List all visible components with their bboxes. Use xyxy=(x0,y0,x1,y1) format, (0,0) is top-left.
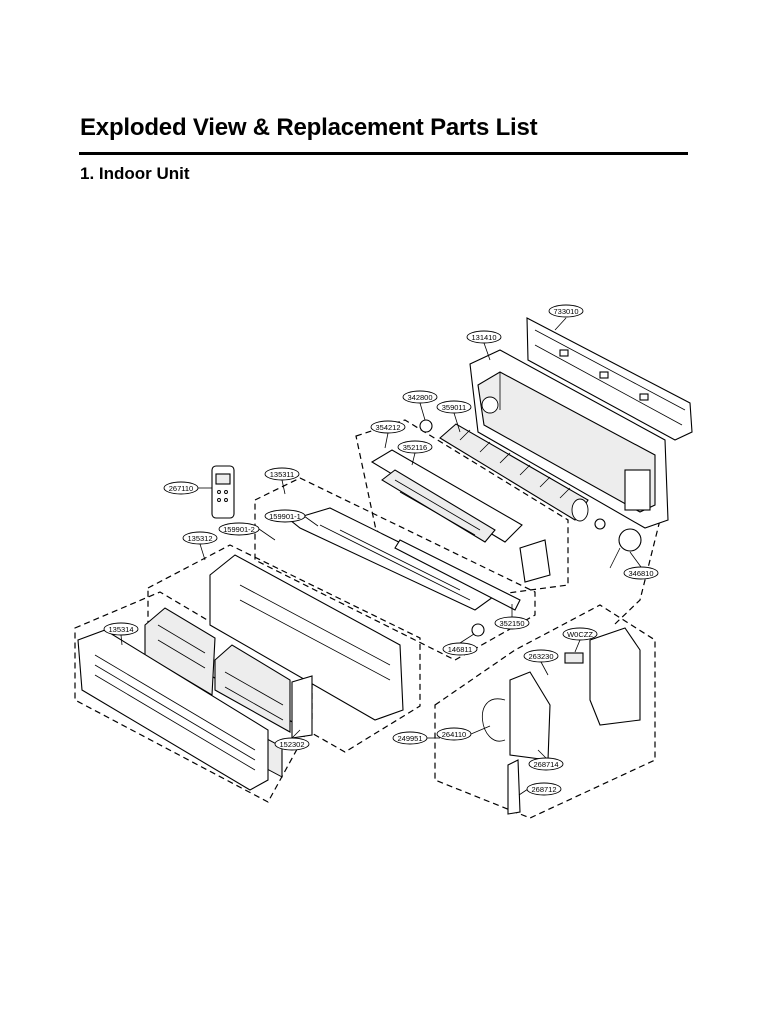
air-filter-left xyxy=(144,607,216,696)
part-label-346810: 346810 xyxy=(623,551,659,580)
part-label-342800: 342800 xyxy=(402,390,438,421)
installation-plate xyxy=(526,317,693,441)
part-label-135311: 135311 xyxy=(264,467,300,495)
part-label-135312: 135312 xyxy=(182,531,218,561)
part-label-131410: 131410 xyxy=(466,330,502,361)
part-label-159901-2: 159901-2 xyxy=(218,522,276,541)
part-label-264110: 264110 xyxy=(436,725,491,741)
link-line-rear xyxy=(614,519,661,625)
svg-text:264110: 264110 xyxy=(442,730,466,739)
svg-text:346810: 346810 xyxy=(628,569,653,578)
drain-pan xyxy=(288,507,521,611)
control-box xyxy=(482,627,641,815)
group-outline-control-box xyxy=(434,604,656,819)
remote-control xyxy=(211,465,235,519)
svg-text:268712: 268712 xyxy=(531,785,556,794)
svg-text:352150: 352150 xyxy=(499,619,524,628)
group-outline-front-chassis xyxy=(147,544,421,753)
svg-text:152302: 152302 xyxy=(279,740,304,749)
fan-motor xyxy=(594,518,642,569)
svg-text:359011: 359011 xyxy=(442,403,466,412)
part-label-352116: 352116 xyxy=(397,440,433,466)
svg-text:268714: 268714 xyxy=(533,760,558,769)
svg-text:354212: 354212 xyxy=(375,423,400,432)
part-label-135314: 135314 xyxy=(103,622,139,646)
svg-text:249951: 249951 xyxy=(397,734,422,743)
part-label-268712: 268712 xyxy=(518,782,562,796)
part-label-263230: 263230 xyxy=(523,649,559,676)
part-label-267110: 267110 xyxy=(163,481,212,495)
stepping-motor xyxy=(471,623,485,637)
svg-text:159901-1: 159901-1 xyxy=(269,512,301,521)
svg-text:146811: 146811 xyxy=(448,645,472,654)
part-label-733010: 733010 xyxy=(548,304,584,331)
part-label-359011: 359011 xyxy=(436,400,472,433)
svg-text:135312: 135312 xyxy=(187,534,212,543)
part-label-268714: 268714 xyxy=(528,749,564,771)
part-label-159901-1: 159901-1 xyxy=(264,509,319,527)
group-outline-evaporator xyxy=(355,419,569,601)
part-label-146811: 146811 xyxy=(442,633,478,656)
svg-text:342800: 342800 xyxy=(407,393,432,402)
evaporator xyxy=(370,449,551,583)
svg-text:131410: 131410 xyxy=(471,333,496,342)
part-label-354212: 354212 xyxy=(370,420,406,449)
svg-text:135314: 135314 xyxy=(108,625,133,634)
group-outline-front-panel xyxy=(74,591,313,803)
part-label-152302: 152302 xyxy=(274,729,310,751)
title-rule xyxy=(79,152,688,155)
part-label-W0CZZ: W0CZZ xyxy=(562,627,598,653)
cross-flow-fan xyxy=(419,419,589,522)
part-label-352150: 352150 xyxy=(494,604,530,630)
air-filter-holder xyxy=(291,675,313,739)
section-title: 1. Indoor Unit xyxy=(80,164,190,183)
svg-text:135311: 135311 xyxy=(270,470,294,479)
svg-text:W0CZZ: W0CZZ xyxy=(567,630,593,639)
svg-text:352116: 352116 xyxy=(403,443,427,452)
part-label-249951: 249951 xyxy=(392,731,440,745)
svg-text:263230: 263230 xyxy=(528,652,553,661)
air-filter-right xyxy=(214,644,291,733)
svg-text:159901-2: 159901-2 xyxy=(223,525,255,534)
svg-text:267110: 267110 xyxy=(169,484,193,493)
main-chassis xyxy=(469,349,669,529)
svg-text:733010: 733010 xyxy=(553,307,578,316)
group-outline-drain xyxy=(254,477,536,661)
page-title: Exploded View & Replacement Parts List xyxy=(80,114,538,141)
